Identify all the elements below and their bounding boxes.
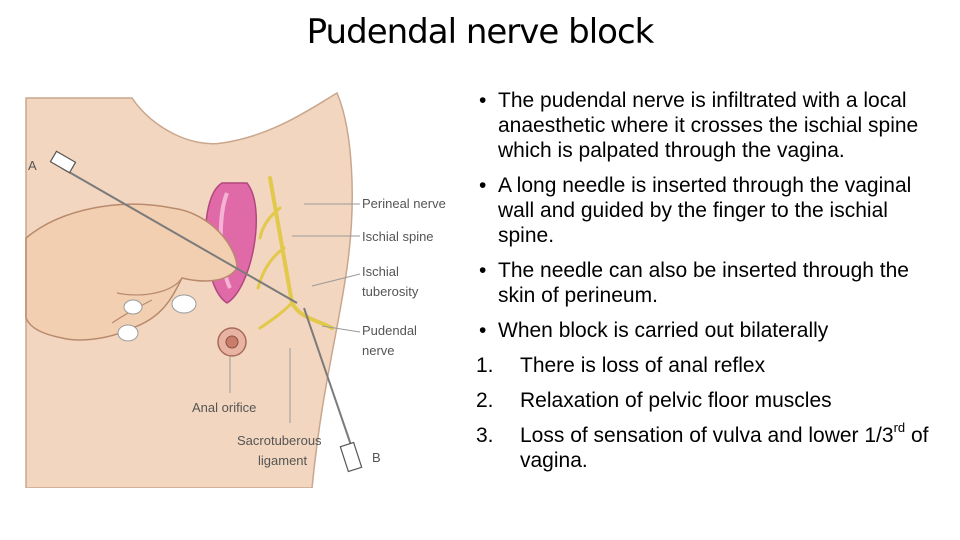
item-number: 2. bbox=[476, 389, 494, 412]
label-b: B bbox=[372, 450, 381, 465]
label-pudendal: Pudendal bbox=[362, 323, 417, 338]
fingernail bbox=[123, 299, 143, 315]
label-nerve: nerve bbox=[362, 343, 395, 358]
numbered-item: 3. Loss of sensation of vulva and lower … bbox=[472, 420, 942, 473]
needle-a-hub bbox=[49, 150, 77, 174]
item-number: 3. bbox=[476, 424, 494, 447]
thumbnail bbox=[171, 294, 197, 314]
bullet-item: The needle can also be inserted through … bbox=[472, 258, 942, 308]
superscript: rd bbox=[893, 420, 906, 435]
label-ischial: Ischial bbox=[362, 264, 399, 279]
label-tuberosity: tuberosity bbox=[362, 284, 419, 299]
numbered-item: 1. There is loss of anal reflex bbox=[472, 353, 942, 378]
label-ligament: ligament bbox=[258, 453, 308, 468]
label-ischial-spine: Ischial spine bbox=[362, 229, 434, 244]
pudendal-nerve bbox=[268, 176, 334, 330]
needle-b-hub bbox=[339, 441, 363, 473]
item-text: Relaxation of pelvic floor muscles bbox=[520, 389, 832, 412]
needle-b bbox=[303, 307, 353, 449]
item-text: There is loss of anal reflex bbox=[520, 354, 766, 377]
item-text-tail: of vagina. bbox=[520, 424, 929, 472]
bullet-item: When block is carried out bilaterally bbox=[472, 318, 942, 343]
label-perineal-nerve: Perineal nerve bbox=[362, 196, 446, 211]
numbered-item: 2. Relaxation of pelvic floor muscles bbox=[472, 388, 942, 413]
label-sacrotuberous: Sacrotuberous bbox=[237, 433, 322, 448]
pudendal-block-illustration: A B Perineal nerve Ischial spine Ischial… bbox=[25, 91, 446, 488]
item-text: Loss of sensation of vulva and lower 1/3 bbox=[520, 424, 894, 447]
label-anal-orifice: Anal orifice bbox=[192, 400, 256, 415]
bullet-list: The pudendal nerve is infiltrated with a… bbox=[472, 88, 942, 473]
bullet-item: The pudendal nerve is infiltrated with a… bbox=[472, 88, 942, 163]
needle-a bbox=[61, 167, 298, 304]
label-a: A bbox=[28, 158, 37, 173]
item-number: 1. bbox=[476, 354, 494, 377]
slide-content: The pudendal nerve is infiltrated with a… bbox=[472, 88, 942, 483]
bullet-item: A long needle is inserted through the va… bbox=[472, 173, 942, 248]
slide-title: Pudendal nerve block bbox=[306, 12, 655, 52]
